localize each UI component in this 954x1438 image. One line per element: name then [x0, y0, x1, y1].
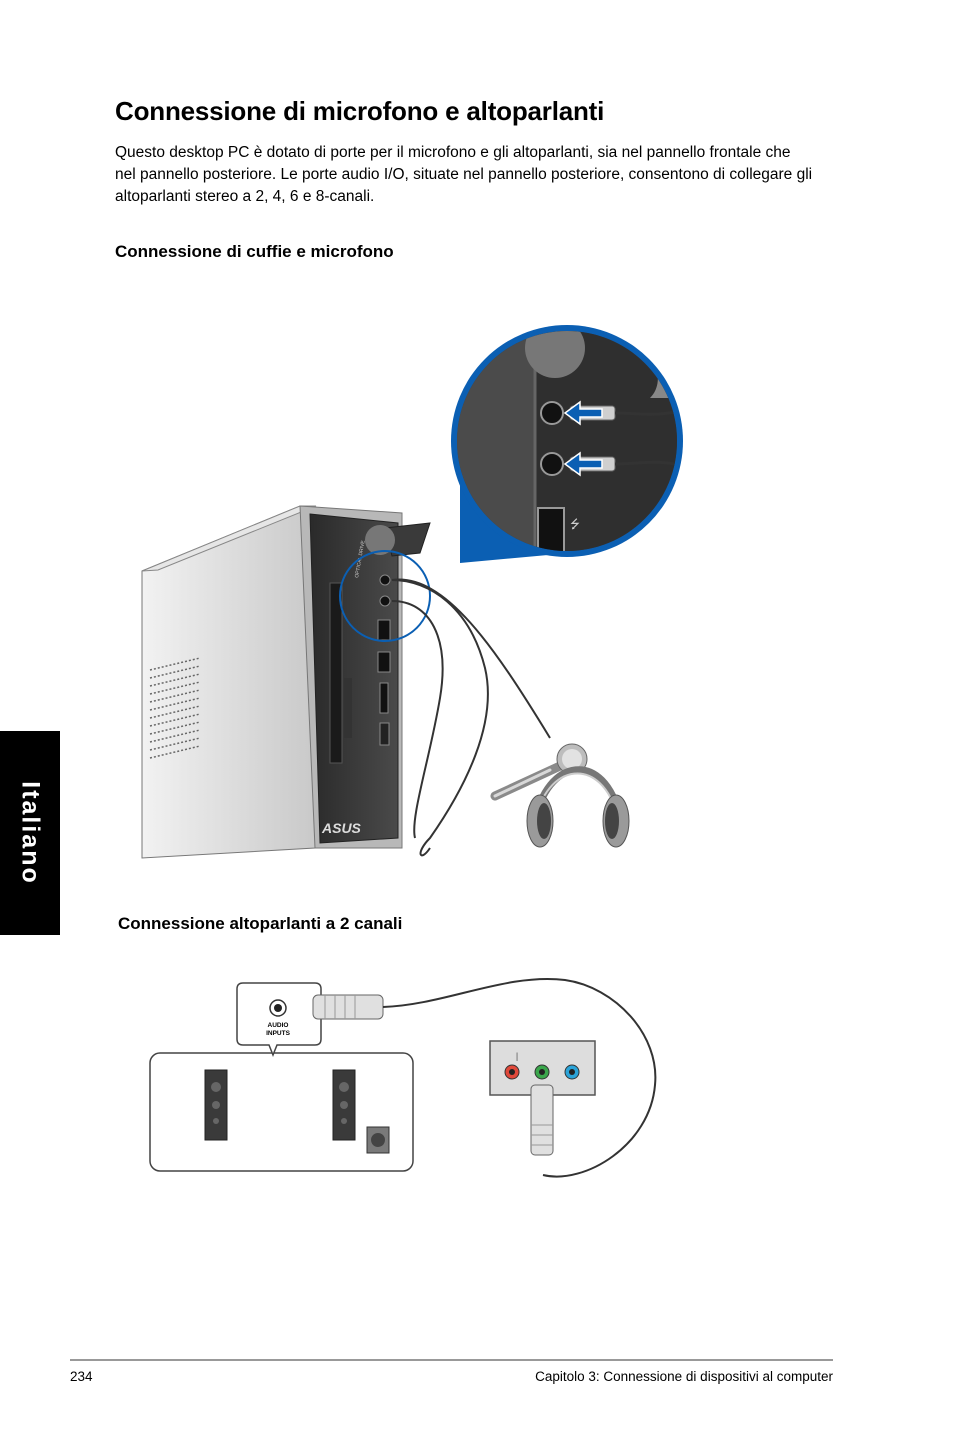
speakers-illustration: AUDIO INPUTS |: [149, 978, 657, 1178]
chapter-title: Capitolo 3: Connessione di dispositivi a…: [535, 1369, 833, 1384]
speaker-left: [204, 1069, 228, 1141]
cables: [391, 578, 551, 857]
green-jack-plug: [530, 1084, 554, 1156]
zoom-indicator-circle: [339, 550, 431, 642]
svg-text:|: |: [516, 1051, 518, 1061]
audio-label-1: AUDIO: [268, 1022, 289, 1029]
language-side-tab: Italiano: [0, 731, 60, 935]
audio-label-2: INPUTS: [266, 1030, 291, 1037]
page-number: 234: [70, 1369, 93, 1384]
pc-case: OPTICAL DRIVE ASUS: [141, 505, 431, 859]
speaker-right: [332, 1069, 356, 1141]
section-heading-headphones-mic: Connessione di cuffie e microfono: [115, 242, 394, 261]
subwoofer: [366, 1126, 390, 1154]
page-title: Connessione di microfono e altoparlanti: [115, 96, 605, 126]
asus-logo: ASUS: [321, 820, 362, 836]
language-label: Italiano: [16, 781, 45, 885]
pc-headset-illustration: OPTICAL DRIVE ASUS: [141, 325, 683, 859]
speaker-cable: [382, 978, 657, 1178]
intro-paragraph: Questo desktop PC è dotato di porte per …: [115, 144, 813, 205]
audio-inputs-callout: AUDIO INPUTS: [236, 982, 322, 1058]
zoom-callout: ⭍: [451, 325, 683, 563]
speaker-plug: [312, 994, 384, 1020]
headphones: [526, 766, 630, 848]
footer-rule: [70, 1359, 833, 1361]
section-heading-2ch-speakers: Connessione altoparlanti a 2 canali: [118, 914, 403, 933]
usb-symbol: ⭍: [570, 517, 580, 531]
